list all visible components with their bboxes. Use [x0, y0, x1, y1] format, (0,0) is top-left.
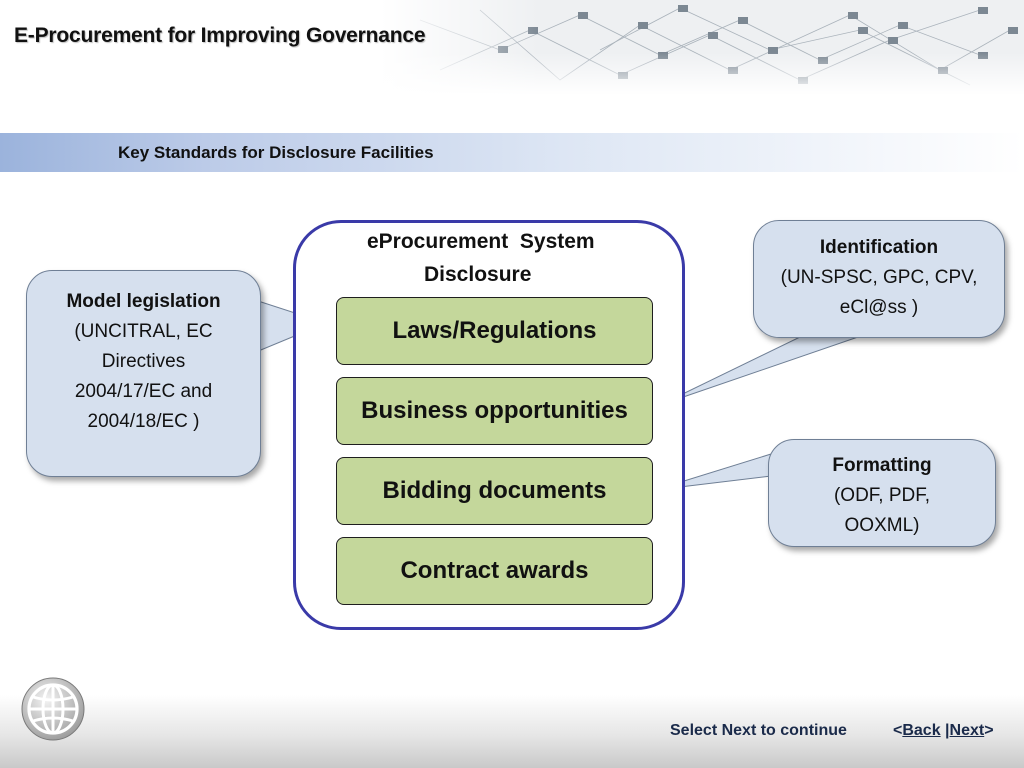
callout-line: 2004/17/EC and: [74, 381, 213, 402]
globe-icon: [21, 677, 85, 741]
callout-line: (UNCITRAL, EC: [74, 321, 213, 342]
header-network-graphic: [380, 0, 1024, 95]
callout-line: eCl@ss ): [839, 297, 919, 318]
frame-title-line1: eProcurement System: [367, 230, 595, 253]
continue-instruction: Select Next to continue: [670, 722, 847, 739]
category-bidding-documents: Bidding documents: [336, 457, 653, 525]
section-title-bar: [0, 133, 1024, 172]
section-title: Key Standards for Disclosure Facilities: [118, 143, 434, 162]
footer-band: [0, 695, 1024, 768]
callout-line: (UN-SPSC, GPC, CPV,: [780, 267, 978, 288]
callout-heading: Model legislation: [66, 291, 221, 312]
nav-separator: |: [945, 722, 950, 739]
callout-line: OOXML): [844, 515, 920, 536]
callout-identification: Identification (UN-SPSC, GPC, CPV, eCl@s…: [753, 220, 1005, 338]
page-title: E-Procurement for Improving Governance: [14, 24, 426, 47]
callout-model-legislation: Model legislation (UNCITRAL, EC Directiv…: [26, 270, 261, 477]
callout-formatting: Formatting (ODF, PDF, OOXML): [768, 439, 996, 547]
category-laws-regulations: Laws/Regulations: [336, 297, 653, 365]
navigation-links: <Back |Next>: [893, 722, 994, 740]
callout-line: (ODF, PDF,: [833, 485, 931, 506]
frame-title-line2: Disclosure: [424, 263, 532, 286]
callout-line: 2004/18/EC ): [87, 411, 200, 432]
next-link[interactable]: Next: [949, 722, 985, 739]
callout-line: Directives: [101, 351, 186, 372]
callout-pointer-identification: [659, 336, 859, 406]
nav-close-bracket: >: [984, 722, 994, 739]
nav-open-bracket: <: [893, 722, 903, 739]
frame-title: eProcurement System Disclosure: [340, 225, 660, 291]
category-business-opportunities: Business opportunities: [336, 377, 653, 445]
callout-heading: Identification: [819, 237, 939, 258]
category-contract-awards: Contract awards: [336, 537, 653, 605]
back-link[interactable]: Back: [902, 722, 941, 739]
callout-heading: Formatting: [832, 455, 932, 476]
